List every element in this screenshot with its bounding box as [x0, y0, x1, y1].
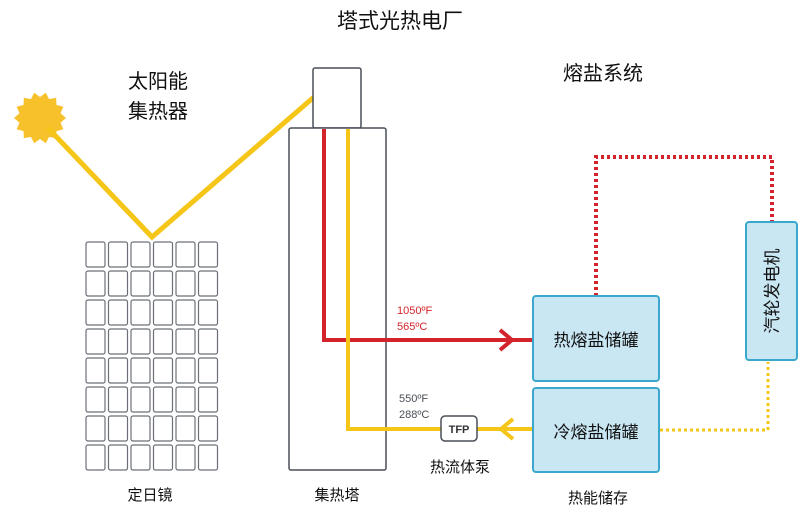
tower-receiver — [312, 67, 362, 129]
heliostat-mirror — [130, 444, 151, 471]
heliostat-mirror — [152, 357, 174, 384]
heliostat-mirror — [197, 357, 219, 384]
cold-arrow-icon — [497, 417, 515, 441]
tower-body — [288, 127, 387, 471]
heliostat-mirror — [175, 415, 196, 442]
storage-label: 热能储存 — [568, 489, 628, 507]
heliostat-mirror — [85, 270, 106, 297]
heliostat-mirror — [85, 415, 106, 442]
turbine-generator — [745, 221, 798, 361]
heliostat-mirror — [107, 357, 129, 384]
heliostat-mirror — [197, 386, 219, 413]
heliostat-mirror — [197, 241, 219, 268]
heliostat-mirror — [175, 241, 196, 268]
pump-label: 热流体泵 — [430, 458, 490, 476]
cold-tank — [532, 387, 660, 473]
heliostat-mirror — [107, 386, 129, 413]
heliostat-mirror — [130, 270, 151, 297]
heliostat-label: 定日镜 — [127, 486, 172, 504]
heliostat-mirror — [175, 299, 196, 326]
collector-label-line1: 太阳能 — [128, 69, 188, 93]
diagram-title: 塔式光热电厂 — [337, 9, 463, 33]
heliostat-mirror — [152, 241, 174, 268]
heliostat-mirror — [152, 299, 174, 326]
heliostat-mirror — [175, 328, 196, 355]
heliostat-mirror — [175, 444, 196, 471]
heliostat-mirror — [175, 386, 196, 413]
heliostat-mirror — [130, 386, 151, 413]
cold-temp-f: 550ºF — [399, 393, 428, 405]
collector-label-line2: 集热器 — [128, 99, 188, 123]
heliostat-mirror — [197, 444, 219, 471]
heliostat-mirror — [107, 328, 129, 355]
heliostat-mirror — [152, 386, 174, 413]
molten-salt-system-label: 熔盐系统 — [563, 61, 643, 85]
heliostat-mirror — [85, 386, 106, 413]
heliostat-mirror — [85, 444, 106, 471]
hot-arrow-icon — [498, 328, 516, 352]
heliostat-mirror — [107, 270, 129, 297]
hot-temp-c: 565ºC — [397, 321, 427, 333]
cold-temp-c: 288ºC — [399, 409, 429, 421]
heliostat-mirror — [107, 415, 129, 442]
heliostat-mirror — [85, 241, 106, 268]
heliostat-mirror — [197, 415, 219, 442]
pump-box — [440, 415, 478, 442]
heliostat-mirror — [130, 241, 151, 268]
heliostat-mirror — [175, 270, 196, 297]
heliostat-mirror — [130, 357, 151, 384]
heliostat-mirror — [107, 241, 129, 268]
heliostat-mirror — [130, 328, 151, 355]
heliostat-mirror — [197, 270, 219, 297]
cold-tank-label: 冷熔盐储罐 — [554, 423, 639, 443]
heliostat-mirror — [175, 357, 196, 384]
steam-line-return — [660, 362, 770, 432]
heliostat-mirror — [85, 328, 106, 355]
hot-temp-f: 1050ºF — [397, 305, 432, 317]
heliostat-field — [85, 241, 219, 471]
generator-label: 汽轮发电机 — [763, 249, 783, 334]
heliostat-mirror — [107, 444, 129, 471]
tower-label: 集热塔 — [314, 486, 359, 504]
heliostat-mirror — [197, 328, 219, 355]
heliostat-mirror — [85, 299, 106, 326]
heliostat-mirror — [197, 299, 219, 326]
heliostat-mirror — [85, 357, 106, 384]
sunlight-ray — [46, 95, 316, 241]
heliostat-mirror — [152, 270, 174, 297]
pump-box-label: TFP — [449, 424, 470, 436]
heliostat-mirror — [130, 415, 151, 442]
heliostat-mirror — [152, 328, 174, 355]
hot-tank — [532, 295, 660, 382]
hot-tank-label: 热熔盐储罐 — [554, 331, 639, 351]
heliostat-mirror — [152, 415, 174, 442]
heliostat-mirror — [152, 444, 174, 471]
heliostat-mirror — [130, 299, 151, 326]
hot-salt-line — [322, 129, 532, 342]
heliostat-mirror — [107, 299, 129, 326]
